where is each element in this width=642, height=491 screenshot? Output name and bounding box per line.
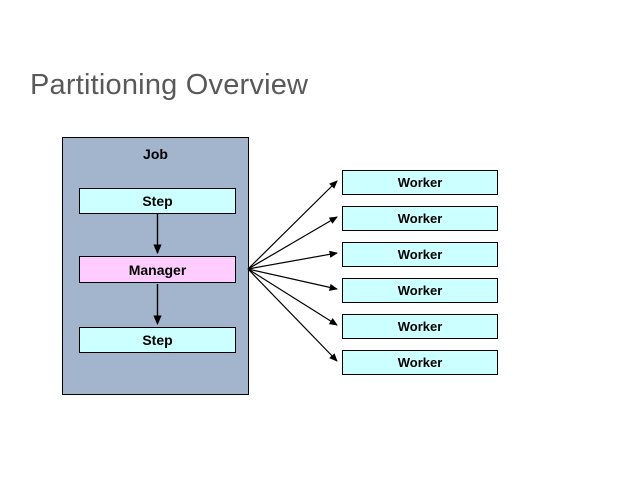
arrow-manager-to-worker-5 [247, 268, 338, 326]
arrow-manager-to-worker-3 [247, 250, 338, 270]
worker-box-6[interactable]: Worker [342, 350, 498, 375]
manager-box[interactable]: Manager [79, 256, 236, 283]
arrow-manager-to-worker-2 [247, 216, 338, 270]
worker-box-1[interactable]: Worker [342, 170, 498, 195]
worker-box-5[interactable]: Worker [342, 314, 498, 339]
job-label: Job [143, 146, 168, 162]
step-box-top[interactable]: Step [79, 188, 236, 214]
page-title: Partitioning Overview [30, 69, 309, 101]
worker-box-2[interactable]: Worker [342, 206, 498, 231]
arrow-manager-to-worker-6 [247, 268, 338, 362]
step-box-bottom[interactable]: Step [79, 327, 236, 353]
worker-box-4[interactable]: Worker [342, 278, 498, 303]
worker-box-3[interactable]: Worker [342, 242, 498, 267]
arrow-manager-to-worker-4 [247, 268, 338, 291]
arrow-manager-to-worker-1 [247, 180, 338, 270]
